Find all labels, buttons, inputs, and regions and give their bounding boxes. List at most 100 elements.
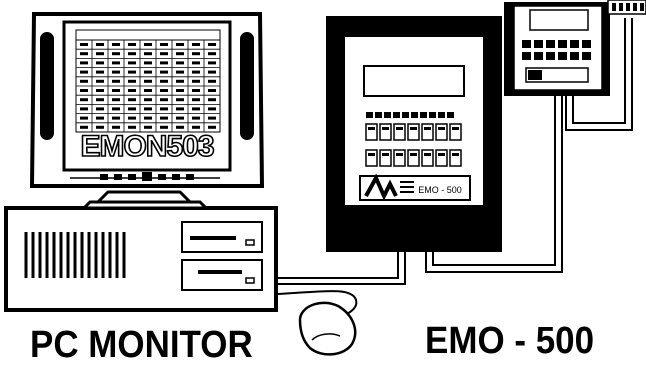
grid-cell-mark	[80, 98, 88, 101]
grid-cell-mark	[96, 52, 104, 55]
grid-cell-mark	[96, 43, 104, 46]
grid-cell-mark	[176, 126, 184, 129]
grid-cell-mark	[112, 61, 120, 64]
grid-cell-mark	[96, 126, 104, 129]
key-label-mark	[438, 127, 445, 130]
keypad-key	[380, 124, 391, 140]
right-speaker	[240, 32, 254, 140]
grid-cell-mark	[208, 117, 216, 120]
grid-cell-mark	[160, 89, 168, 92]
back-panel-key	[522, 40, 531, 48]
grid-cell-mark	[160, 80, 168, 83]
pc-monitor: EMON503	[32, 14, 262, 208]
device-model-label: EMO - 500	[418, 185, 462, 195]
pc-tower	[6, 208, 276, 310]
grid-cell-mark	[80, 107, 88, 110]
keypad-key	[422, 150, 433, 166]
grid-cell-mark	[192, 89, 200, 92]
grid-cell-mark	[192, 98, 200, 101]
back-panel-key	[582, 52, 591, 60]
key-label-mark	[396, 153, 403, 156]
header-label-mark	[384, 112, 391, 118]
lcd-display	[364, 66, 464, 96]
grid-cell-mark	[160, 43, 168, 46]
grid-cell-mark	[112, 126, 120, 129]
left-speaker	[40, 32, 54, 140]
emo-500-device: EMO - 500	[326, 16, 502, 252]
grid-cell-mark	[96, 107, 104, 110]
keypad-key	[422, 124, 433, 140]
grid-cell-mark	[192, 43, 200, 46]
grid-cell-mark	[192, 117, 200, 120]
grid-cell-mark	[80, 71, 88, 74]
grid-cell-mark	[128, 61, 136, 64]
grid-cell-mark	[144, 107, 152, 110]
grid-cell-mark	[176, 52, 184, 55]
grid-cell-mark	[96, 71, 104, 74]
screen-title-text: EMON503	[80, 130, 213, 163]
grid-cell-mark	[96, 98, 104, 101]
key-label-mark	[382, 127, 389, 130]
keypad-key	[436, 124, 447, 140]
grid-cell-mark	[160, 61, 168, 64]
pc-monitor-caption: PC MONITOR	[30, 324, 253, 367]
grid-cell-mark	[144, 61, 152, 64]
grid-cell-mark	[112, 89, 120, 92]
grid-cell-mark	[128, 117, 136, 120]
grid-cell-mark	[208, 80, 216, 83]
header-label-mark	[447, 112, 454, 118]
keypad-key	[394, 124, 405, 140]
grid-cell-mark	[80, 43, 88, 46]
grid-cell-mark	[144, 71, 152, 74]
grid-cell-mark	[208, 71, 216, 74]
grid-cell-mark	[160, 98, 168, 101]
emo-500-caption: EMO - 500	[425, 320, 594, 363]
grid-cell-mark	[208, 52, 216, 55]
tower-vent-grill	[26, 232, 124, 278]
grid-cell-mark	[112, 52, 120, 55]
grid-cell-mark	[128, 126, 136, 129]
grid-cell-mark	[80, 80, 88, 83]
grid-cell-mark	[144, 80, 152, 83]
header-label-mark	[393, 112, 400, 118]
grid-cell-mark	[144, 126, 152, 129]
grid-cell-mark	[208, 107, 216, 110]
header-label-mark	[375, 112, 382, 118]
keypad-key	[408, 150, 419, 166]
grid-cell-mark	[176, 71, 184, 74]
grid-cell-mark	[176, 80, 184, 83]
back-panel-key	[546, 40, 555, 48]
grid-cell-mark	[192, 71, 200, 74]
key-label-mark	[438, 153, 445, 156]
grid-cell-mark	[112, 107, 120, 110]
key-label-mark	[368, 127, 375, 130]
grid-cell-mark	[208, 61, 216, 64]
key-label-mark	[452, 127, 459, 130]
grid-cell-mark	[80, 61, 88, 64]
grid-cell-mark	[96, 89, 104, 92]
header-label-mark	[429, 112, 436, 118]
floppy-drive-bay	[182, 222, 262, 252]
grid-cell-mark	[160, 52, 168, 55]
keypad-key	[366, 150, 377, 166]
grid-cell-mark	[160, 126, 168, 129]
grid-cell-mark	[144, 98, 152, 101]
back-panel-key	[558, 40, 567, 48]
keypad-key	[380, 150, 391, 166]
header-label-mark	[411, 112, 418, 118]
grid-cell-mark	[128, 43, 136, 46]
header-label-mark	[438, 112, 445, 118]
screen-spreadsheet	[76, 30, 220, 132]
key-label-mark	[424, 153, 431, 156]
grid-cell-mark	[80, 117, 88, 120]
grid-cell-mark	[80, 89, 88, 92]
grid-cell-mark	[128, 80, 136, 83]
key-label-mark	[452, 153, 459, 156]
grid-cell-mark	[192, 80, 200, 83]
mouse-icon	[300, 303, 355, 355]
grid-cell-mark	[80, 126, 88, 129]
key-label-mark	[382, 153, 389, 156]
grid-cell-mark	[144, 89, 152, 92]
grid-cell-mark	[192, 107, 200, 110]
